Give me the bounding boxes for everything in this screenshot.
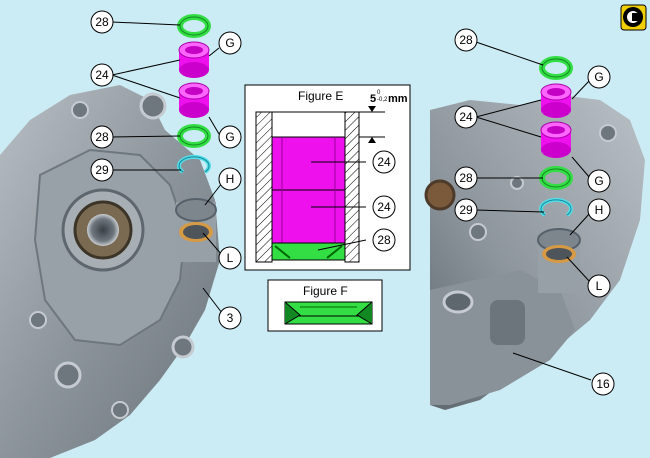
svg-text:29: 29 xyxy=(459,203,473,217)
callout-right-16: 16 xyxy=(591,372,615,396)
svg-text:28: 28 xyxy=(459,171,473,185)
callout-right-g-mid: G xyxy=(587,169,611,193)
figure-e-seal xyxy=(271,242,346,261)
callout-figure-e-24-upper: 24 xyxy=(372,150,396,174)
svg-text:mm: mm xyxy=(388,93,408,105)
figure-e-bearing-lower xyxy=(271,189,346,244)
left-bearing-top xyxy=(178,41,210,78)
left-seal-top xyxy=(177,14,211,38)
right-bearing-top xyxy=(540,83,572,118)
callout-left-29: 29 xyxy=(90,158,114,182)
svg-text:L: L xyxy=(596,279,603,293)
callout-left-28-top: 28 xyxy=(90,10,114,34)
left-callouts: 28 G 24 28 G 29 H L 3 xyxy=(90,10,242,330)
svg-text:28: 28 xyxy=(95,130,109,144)
callout-left-g-mid: G xyxy=(218,125,242,149)
left-bearing-bottom xyxy=(178,82,210,118)
svg-text:24: 24 xyxy=(95,68,109,82)
left-boss-h xyxy=(175,198,217,222)
svg-text:3: 3 xyxy=(227,311,234,325)
callout-right-g-top: G xyxy=(587,65,611,89)
left-leader-lines xyxy=(111,21,223,314)
svg-text:G: G xyxy=(225,130,234,144)
right-callouts: 28 G 24 28 G 29 H L 16 xyxy=(454,28,615,396)
svg-text:16: 16 xyxy=(596,377,610,391)
callout-right-l: L xyxy=(587,274,611,298)
figure-e: Figure E 5 0 -0,2 mm 24 24 28 xyxy=(244,84,411,271)
left-seal-mid xyxy=(177,124,211,148)
callout-right-h: H xyxy=(587,198,611,222)
svg-text:L: L xyxy=(227,251,234,265)
right-seal-top xyxy=(539,56,573,80)
callout-right-29: 29 xyxy=(454,198,478,222)
figure-e-title: Figure E xyxy=(298,89,343,103)
callout-figure-e-24-lower: 24 xyxy=(372,195,396,219)
left-circlip xyxy=(177,154,211,174)
svg-text:28: 28 xyxy=(459,33,473,47)
svg-text:5: 5 xyxy=(370,93,376,105)
figure-f: Figure F xyxy=(267,279,383,332)
svg-text:29: 29 xyxy=(95,163,109,177)
callout-left-h: H xyxy=(218,167,242,191)
callout-left-24: 24 xyxy=(90,63,114,87)
callout-right-28-top: 28 xyxy=(454,28,478,52)
left-crankcase xyxy=(0,85,220,458)
right-circlip xyxy=(539,197,573,217)
callout-right-28-mid: 28 xyxy=(454,166,478,190)
svg-text:G: G xyxy=(594,174,603,188)
svg-text:G: G xyxy=(594,70,603,84)
callout-left-g-top: G xyxy=(218,31,242,55)
svg-text:24: 24 xyxy=(377,200,391,214)
svg-text:24: 24 xyxy=(377,155,391,169)
lubricant-logo xyxy=(620,4,647,31)
figure-f-title: Figure F xyxy=(303,284,348,298)
svg-text:28: 28 xyxy=(377,233,391,247)
svg-text:G: G xyxy=(225,36,234,50)
callout-left-3: 3 xyxy=(218,306,242,330)
right-leader-lines xyxy=(475,41,592,381)
svg-text:0: 0 xyxy=(377,90,381,96)
figure-e-dimension: 5 0 -0,2 mm xyxy=(370,90,408,105)
svg-text:H: H xyxy=(226,172,235,186)
svg-text:-0,2: -0,2 xyxy=(377,97,388,103)
right-crankcase xyxy=(424,95,645,410)
svg-text:28: 28 xyxy=(95,15,109,29)
right-bearing-bottom xyxy=(540,121,572,158)
callout-right-24: 24 xyxy=(454,105,478,129)
svg-text:H: H xyxy=(595,203,604,217)
callout-left-28-mid: 28 xyxy=(90,125,114,149)
figure-e-bearing-upper xyxy=(271,136,346,191)
callout-left-l: L xyxy=(218,246,242,270)
svg-text:24: 24 xyxy=(459,110,473,124)
callout-figure-e-28: 28 xyxy=(372,228,396,252)
